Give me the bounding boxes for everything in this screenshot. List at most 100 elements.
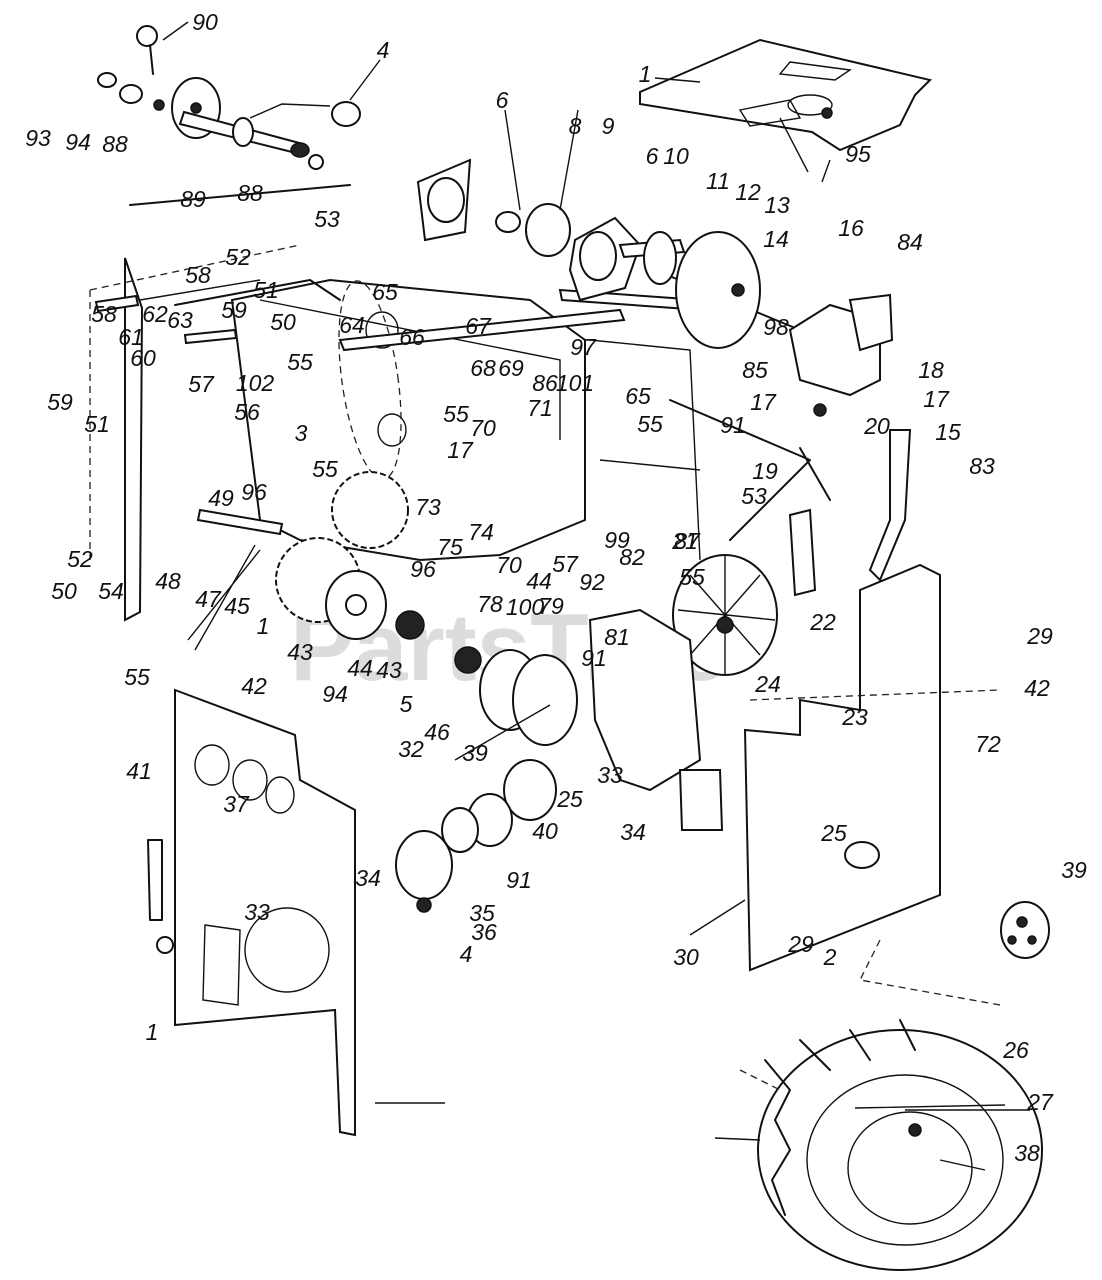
callout-label: 17 (923, 386, 950, 412)
callout-label: 8 (569, 113, 582, 139)
callout-label: 48 (155, 568, 181, 594)
callout-label: 18 (918, 357, 944, 383)
callout-label: 57 (188, 371, 215, 397)
wheel-hub-right (859, 901, 1050, 1006)
callout-label: 25 (820, 820, 847, 846)
callout-label: 14 (763, 226, 789, 252)
callout-label: 12 (735, 179, 761, 205)
fan-impeller (672, 554, 778, 676)
callout-label: 30 (673, 944, 699, 970)
callout-label: 70 (470, 415, 496, 441)
callout-label: 29 (787, 931, 814, 957)
callout-label: 50 (51, 578, 77, 604)
callout-label: 53 (314, 206, 340, 232)
callout-label: 92 (579, 569, 605, 595)
callout-label: 11 (706, 168, 730, 194)
callout-label: 38 (1014, 1140, 1040, 1166)
callout-label: 23 (841, 704, 868, 730)
callout-label: 6 (496, 87, 509, 113)
callout-label: 84 (897, 229, 923, 255)
callout-label: 1 (146, 1019, 159, 1045)
callout-label: 17 (447, 437, 474, 463)
callout-label: 44 (526, 568, 552, 594)
callout-label: 24 (754, 671, 781, 697)
callout-label: 26 (1002, 1037, 1029, 1063)
callout-label: 39 (462, 740, 488, 766)
callout-label: 6 (646, 143, 659, 169)
callout-label: 4 (460, 941, 473, 967)
callout-label: 93 (25, 125, 51, 151)
callout-label: 42 (1024, 675, 1050, 701)
callout-label: 17 (750, 389, 777, 415)
callout-label: 78 (477, 591, 503, 617)
callout-label: 5 (400, 691, 413, 717)
callout-label: 63 (167, 307, 193, 333)
callout-label: 64 (339, 312, 365, 338)
callout-label: 62 (142, 301, 168, 327)
callout-label: 43 (376, 657, 402, 683)
axle-assembly-top-left (97, 25, 361, 170)
callout-label: 39 (1061, 857, 1087, 883)
callout-label: 45 (224, 593, 250, 619)
callout-label: 88 (237, 180, 263, 206)
callout-label: 85 (742, 357, 768, 383)
callout-label: 55 (312, 456, 338, 482)
callout-label: 73 (415, 494, 441, 520)
callout-label: 9 (602, 113, 615, 139)
callout-label: 10 (663, 143, 689, 169)
callout-label: 88 (102, 131, 128, 157)
callout-label: 37 (223, 791, 250, 817)
rear-left-frame-plate (89, 244, 301, 622)
callout-label: 101 (556, 370, 594, 396)
callout-label: 47 (195, 586, 222, 612)
callout-label: 32 (398, 736, 424, 762)
callout-label: 53 (741, 483, 767, 509)
callout-label: 79 (538, 593, 564, 619)
bearing-housing-group (416, 158, 761, 349)
callout-label: 40 (532, 818, 558, 844)
callout-label: 87 (674, 528, 701, 554)
callout-label: 58 (91, 301, 117, 327)
callout-label: 58 (185, 262, 211, 288)
callout-label: 61 (118, 324, 144, 350)
callout-label: 97 (570, 334, 597, 360)
callout-label: 34 (620, 819, 646, 845)
callout-label: 60 (130, 345, 156, 371)
callout-label: 55 (287, 349, 313, 375)
callout-label: 33 (597, 762, 623, 788)
callout-label: 75 (437, 534, 463, 560)
callout-label: 90 (192, 9, 218, 35)
callout-label: 35 (469, 900, 495, 926)
linkage-right (788, 293, 912, 597)
top-plate (639, 38, 932, 152)
callout-label: 69 (498, 355, 524, 381)
callout-label: 1 (639, 61, 652, 87)
callout-label: 51 (84, 411, 110, 437)
callout-label: 57 (552, 551, 579, 577)
callout-label: 59 (47, 389, 73, 415)
callout-label: 2 (823, 944, 837, 970)
callout-label: 52 (225, 244, 251, 270)
callout-label: 59 (221, 297, 247, 323)
callout-label: 22 (809, 609, 836, 635)
callout-label: 91 (720, 412, 746, 438)
callout-label: 71 (527, 395, 553, 421)
leader-lines (162, 21, 1030, 1171)
callout-label: 29 (1026, 623, 1053, 649)
callout-label: 96 (241, 479, 267, 505)
callout-label: 52 (67, 546, 93, 572)
callout-label: 86 (532, 370, 558, 396)
transmission-housing (395, 608, 724, 913)
callout-label: 67 (465, 313, 492, 339)
callout-label: 21 (671, 528, 698, 554)
callout-label: 66 (399, 324, 425, 350)
callout-label: 65 (372, 279, 398, 305)
callout-label: 91 (506, 867, 532, 893)
callout-label: 100 (506, 594, 545, 620)
tire-wheel (739, 1019, 1043, 1271)
callout-label: 72 (975, 731, 1001, 757)
callout-label: 27 (1026, 1089, 1054, 1115)
callout-label: 51 (253, 277, 279, 303)
callout-label: 54 (98, 578, 124, 604)
callout-label: 50 (270, 309, 296, 335)
